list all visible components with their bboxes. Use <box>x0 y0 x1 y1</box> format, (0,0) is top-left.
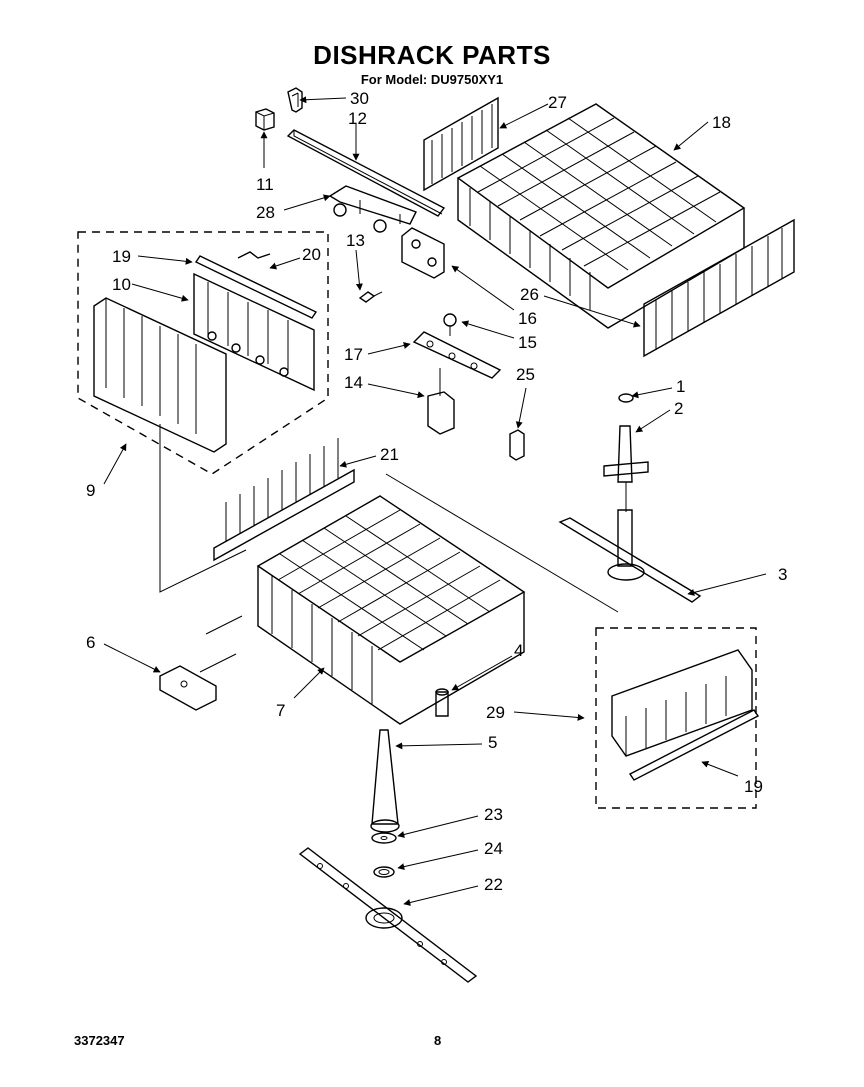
callout-17: 17 <box>344 345 363 364</box>
part-1-nut <box>618 393 634 403</box>
model-subtitle: For Model: DU9750XY1 <box>360 72 504 87</box>
part-17-spray-arm <box>412 331 502 379</box>
group-29-outline <box>595 627 757 809</box>
callout-16: 16 <box>518 309 537 328</box>
callout-11: 11 <box>256 175 274 194</box>
part-10-filter <box>193 272 315 392</box>
page-title: DISHRACK PARTS <box>313 40 551 70</box>
callout-25: 25 <box>516 365 535 384</box>
part-12-rail <box>286 129 446 217</box>
part-24-seal <box>373 866 395 878</box>
part-21-tine-row <box>213 438 355 562</box>
callout-28: 28 <box>256 203 275 222</box>
assembly-guide-lines <box>159 424 619 673</box>
callout-9: 9 <box>86 481 95 500</box>
callout-19-lower: 19 <box>744 777 763 796</box>
part-27-tine-row <box>423 96 499 192</box>
document-number: 3372347 <box>74 1033 125 1048</box>
callout-30: 30 <box>350 89 369 108</box>
callout-23: 23 <box>484 805 503 824</box>
callout-19-upper: 19 <box>112 247 131 266</box>
part-23-washer <box>371 832 397 844</box>
callout-15: 15 <box>518 333 537 352</box>
page-number: 8 <box>434 1033 442 1048</box>
part-28-bracket <box>328 185 417 233</box>
callout-5: 5 <box>488 733 497 752</box>
callout-1: 1 <box>676 377 685 396</box>
callout-26: 26 <box>520 285 539 304</box>
callout-18: 18 <box>712 113 731 132</box>
callout-24: 24 <box>484 839 503 858</box>
part-11-cap <box>255 108 275 131</box>
callout-14: 14 <box>344 373 363 392</box>
callout-27: 27 <box>548 93 567 112</box>
part-5-tube <box>370 729 400 833</box>
callout-3: 3 <box>778 565 787 584</box>
part-20-clip <box>237 251 271 259</box>
callout-2: 2 <box>674 399 683 418</box>
part-14-valve <box>427 368 455 435</box>
part-29-basket <box>611 649 753 757</box>
callout-20: 20 <box>302 245 321 264</box>
part-25-connector <box>509 429 525 461</box>
callout-12: 12 <box>348 109 367 128</box>
part-2-tube <box>603 425 649 512</box>
part-16-bracket <box>401 227 445 279</box>
part-22-spray-arm <box>298 847 478 983</box>
part-19-strip-lower <box>628 709 760 781</box>
callout-22: 22 <box>484 875 503 894</box>
callout-4: 4 <box>514 641 523 660</box>
part-7-lower-rack <box>256 495 526 725</box>
part-26-tine-row <box>643 218 795 358</box>
group-9-outline <box>77 231 329 475</box>
part-4-bushing <box>435 688 449 717</box>
callout-6: 6 <box>86 633 95 652</box>
part-15-knob <box>443 313 457 336</box>
callout-13: 13 <box>346 231 365 250</box>
part-3-spray-arm <box>558 509 702 603</box>
callout-labels: 30 12 11 28 27 18 13 16 19 20 10 26 15 1… <box>86 89 787 894</box>
callout-leaders <box>103 96 767 906</box>
part-9-panel <box>93 297 227 453</box>
callout-29: 29 <box>486 703 505 722</box>
part-13-screw <box>358 291 383 303</box>
callout-21: 21 <box>380 445 399 464</box>
part-18-upper-rack <box>456 103 746 329</box>
part-6-bracket <box>159 665 217 711</box>
callout-7: 7 <box>276 701 285 720</box>
part-19-strip-upper <box>194 255 318 319</box>
callout-10: 10 <box>112 275 131 294</box>
part-30-clip <box>287 87 303 113</box>
